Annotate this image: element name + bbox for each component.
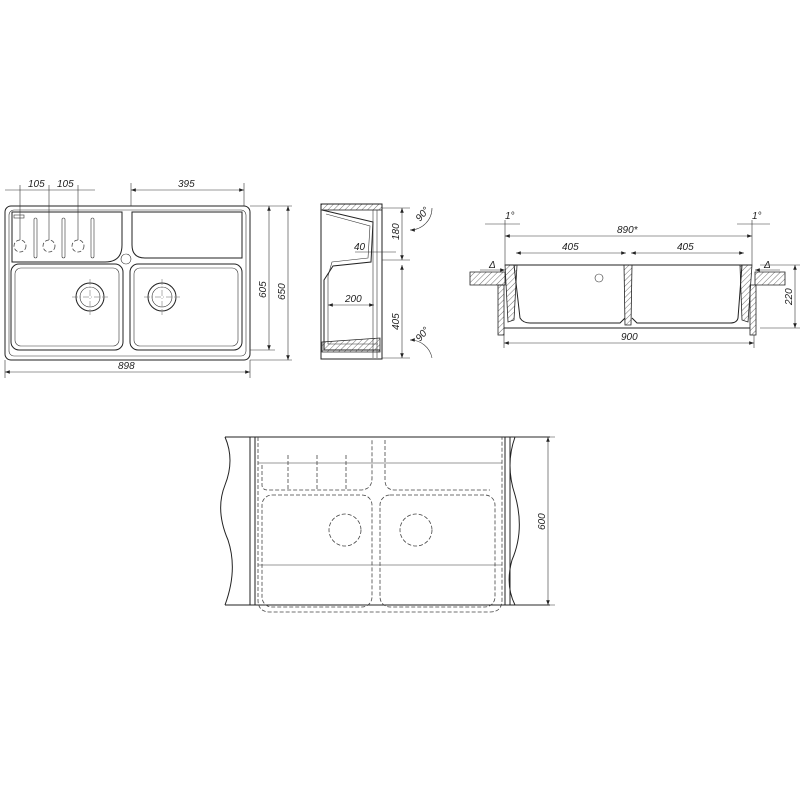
overflow-hole [120, 253, 132, 265]
drainer-area [11, 211, 123, 263]
angle-90-top: 90° [414, 205, 432, 224]
cutout-view: 600 [220, 436, 555, 613]
right-bowl [129, 263, 243, 351]
tap-hole-options [13, 185, 85, 253]
dim-105-b: 105 [57, 179, 74, 190]
dim-900: 900 [621, 332, 638, 343]
dim-650: 650 [277, 283, 288, 300]
dim-605: 605 [258, 281, 269, 298]
dim-105-a: 105 [28, 179, 45, 190]
dim-600: 600 [537, 513, 548, 530]
drain-slots [33, 217, 95, 259]
dim-405-right: 405 [677, 242, 694, 253]
dim-890: 890* [617, 225, 639, 236]
angle-1-right: 1° [752, 211, 762, 222]
left-bowl [10, 263, 124, 351]
angle-1-left: 1° [505, 211, 515, 222]
dim-395: 395 [178, 179, 195, 190]
side-section: 180 405 40 200 90° 90° [320, 203, 433, 360]
dim-180: 180 [391, 223, 402, 240]
dim-40: 40 [354, 242, 366, 253]
dim-220: 220 [784, 288, 795, 306]
dim-405-left: 405 [562, 242, 579, 253]
dim-898: 898 [118, 361, 135, 372]
tray-area [131, 211, 243, 259]
top-view: 105 105 395 605 650 898 [4, 179, 292, 378]
dim-200: 200 [344, 294, 362, 305]
dim-405-depth: 405 [391, 313, 402, 330]
front-section: 890* 405 405 1° 1° Δ Δ 220 900 [469, 211, 800, 348]
gap-delta-left: Δ [488, 260, 496, 271]
gap-delta-right: Δ [763, 260, 771, 271]
